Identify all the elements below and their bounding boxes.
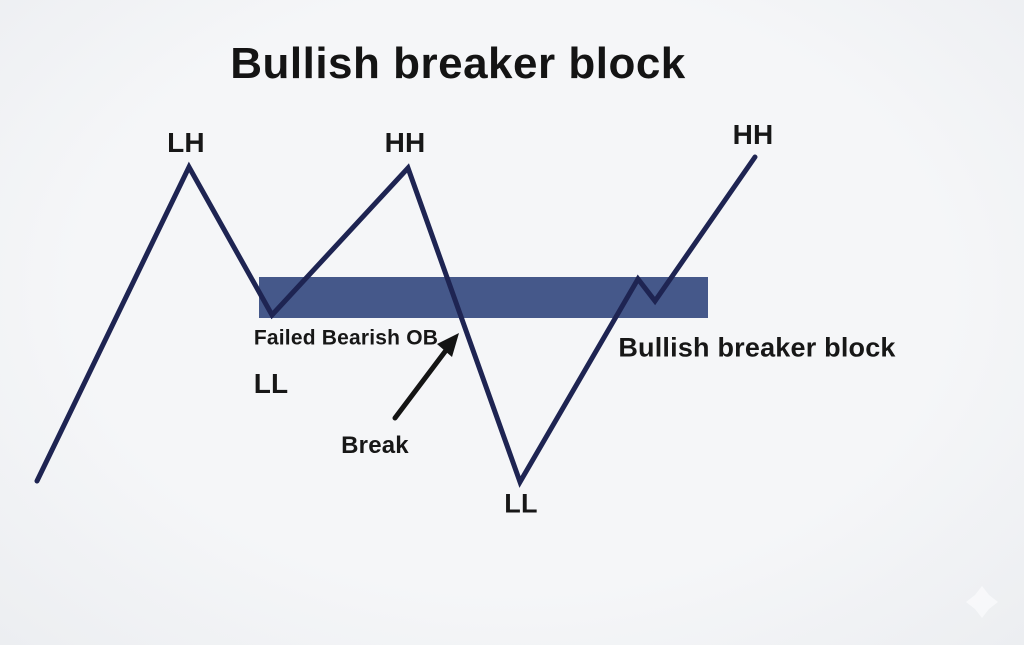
label-lower-high: LH bbox=[167, 127, 205, 158]
label-break: Break bbox=[341, 432, 409, 459]
label-lower-low-1: LL bbox=[253, 368, 289, 399]
label-failed-bearish-ob: Failed Bearish OB bbox=[253, 326, 439, 350]
break-arrow-head bbox=[437, 333, 459, 357]
label-higher-high-1: HH bbox=[384, 127, 426, 158]
page-title: Bullish breaker block bbox=[230, 39, 686, 88]
break-arrow-shaft bbox=[392, 346, 450, 421]
price-path-line bbox=[34, 154, 758, 488]
label-lower-low-2: LL bbox=[504, 488, 538, 519]
label-bullish-breaker-block: Bullish breaker block bbox=[618, 332, 896, 363]
label-higher-high-2: HH bbox=[732, 119, 774, 150]
sparkle-watermark-icon bbox=[966, 586, 998, 618]
